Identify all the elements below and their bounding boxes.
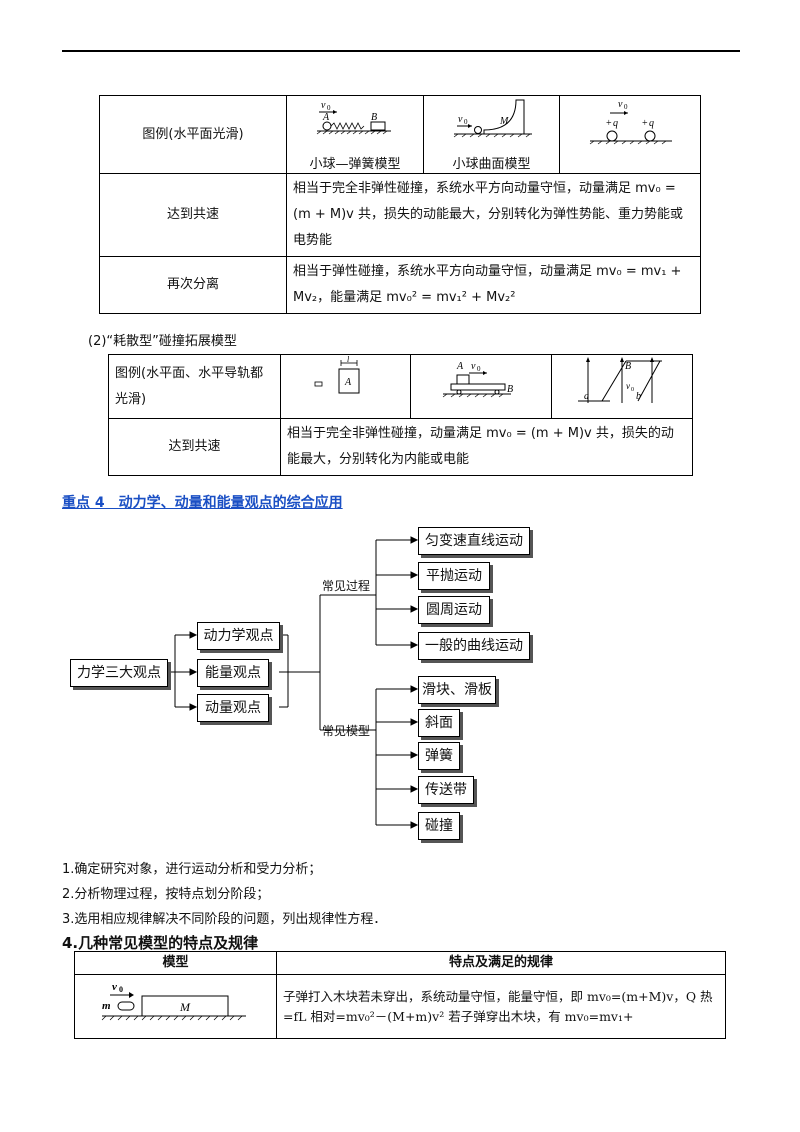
- model-box-slider: 滑块、滑板: [418, 676, 496, 704]
- svg-text:v: v: [458, 114, 463, 125]
- row-text-separate: 相当于弹性碰撞，系统水平方向动量守恒，动量满足 mv₀ = mv₁ + Mv₂，…: [286, 256, 701, 314]
- col-model: 模型: [74, 951, 277, 975]
- svg-text:v: v: [626, 381, 630, 391]
- figure-bullet-block: A l: [280, 354, 411, 419]
- process-box-circular: 圆周运动: [418, 596, 490, 624]
- root-box: 力学三大观点: [70, 659, 168, 687]
- step-2: 2.分析物理过程，按特点划分阶段；: [62, 887, 270, 902]
- heading-key-point-4: 重点 4 动力学、动量和能量观点的综合应用: [62, 495, 343, 511]
- row-label-legend-2: 图例(水平面、水平导轨都光滑): [108, 354, 281, 419]
- process-box-uniform: 匀变速直线运动: [418, 527, 530, 555]
- svg-text:0: 0: [119, 985, 123, 994]
- view-box-dynamics: 动力学观点: [197, 622, 280, 650]
- svg-text:b: b: [636, 391, 641, 402]
- svg-text:l: l: [347, 355, 350, 364]
- row-label-legend: 图例(水平面光滑): [99, 95, 287, 174]
- row-label-common-speed-2: 达到共速: [108, 418, 281, 476]
- row-text-common-speed: 相当于完全非弹性碰撞，系统水平方向动量守恒，动量满足 mv₀ = (m + M)…: [286, 173, 701, 257]
- model-box-incline: 斜面: [418, 709, 460, 737]
- bullet-block-diagram: A l: [314, 355, 360, 394]
- svg-text:B: B: [625, 361, 631, 372]
- svg-text:m: m: [102, 1000, 111, 1012]
- svg-text:M: M: [179, 1000, 191, 1014]
- svg-text:B: B: [371, 112, 377, 123]
- svg-text:v: v: [618, 99, 623, 110]
- svg-text:0: 0: [624, 103, 628, 111]
- svg-text:0: 0: [464, 118, 468, 126]
- row-label-common-speed: 达到共速: [99, 173, 287, 257]
- model-box-conveyor: 传送带: [418, 776, 474, 804]
- model-box-spring: 弹簧: [418, 742, 460, 770]
- step-3: 3.选用相应规律解决不同阶段的问题，列出规律性方程．: [62, 912, 387, 927]
- heading-common-models: 4.几种常见模型的特点及规律: [62, 934, 259, 952]
- svg-text:A: A: [322, 112, 330, 123]
- col-rule: 特点及满足的规律: [276, 951, 726, 975]
- step-1: 1.确定研究对象，进行运动分析和受力分析；: [62, 862, 322, 877]
- svg-text:+: +: [642, 118, 648, 129]
- model-label: 常见模型: [322, 724, 371, 738]
- svg-text:0: 0: [631, 387, 634, 393]
- row-text-bullet-wood: 子弹打入木块若未穿出，系统动量守恒，能量守恒，即 mv₀=(m+M)v，Q 热=…: [276, 974, 726, 1039]
- process-label: 常见过程: [322, 579, 371, 593]
- view-box-momentum: 动量观点: [197, 694, 269, 722]
- caption-ball-curve: 小球曲面模型: [452, 157, 531, 172]
- svg-text:+: +: [606, 118, 612, 129]
- caption-ball-spring: 小球—弹簧模型: [309, 157, 401, 172]
- svg-text:q: q: [649, 118, 654, 129]
- section-dissipative-title: (2)“耗散型”碰撞拓展模型: [88, 334, 237, 349]
- view-box-energy: 能量观点: [197, 659, 269, 687]
- svg-text:A: A: [344, 377, 352, 388]
- process-box-curve: 一般的曲线运动: [418, 632, 530, 660]
- svg-text:0: 0: [477, 365, 481, 373]
- model-box-collision: 碰撞: [418, 812, 460, 840]
- row-label-separate: 再次分离: [99, 256, 287, 314]
- svg-text:a: a: [584, 391, 589, 402]
- svg-text:M: M: [499, 116, 509, 127]
- svg-text:v: v: [471, 361, 476, 372]
- svg-text:v: v: [321, 100, 326, 111]
- row-text-common-speed-2: 相当于完全非弹性碰撞，动量满足 mv₀ = (m + M)v 共，损失的动能最大…: [280, 418, 693, 476]
- header-rule: [62, 50, 740, 52]
- connector-lines: [167, 536, 419, 829]
- svg-text:0: 0: [327, 104, 331, 112]
- svg-text:q: q: [613, 118, 618, 129]
- svg-text:v: v: [112, 981, 117, 993]
- process-box-projectile: 平抛运动: [418, 562, 490, 590]
- svg-text:B: B: [507, 384, 513, 395]
- svg-text:A: A: [456, 361, 464, 372]
